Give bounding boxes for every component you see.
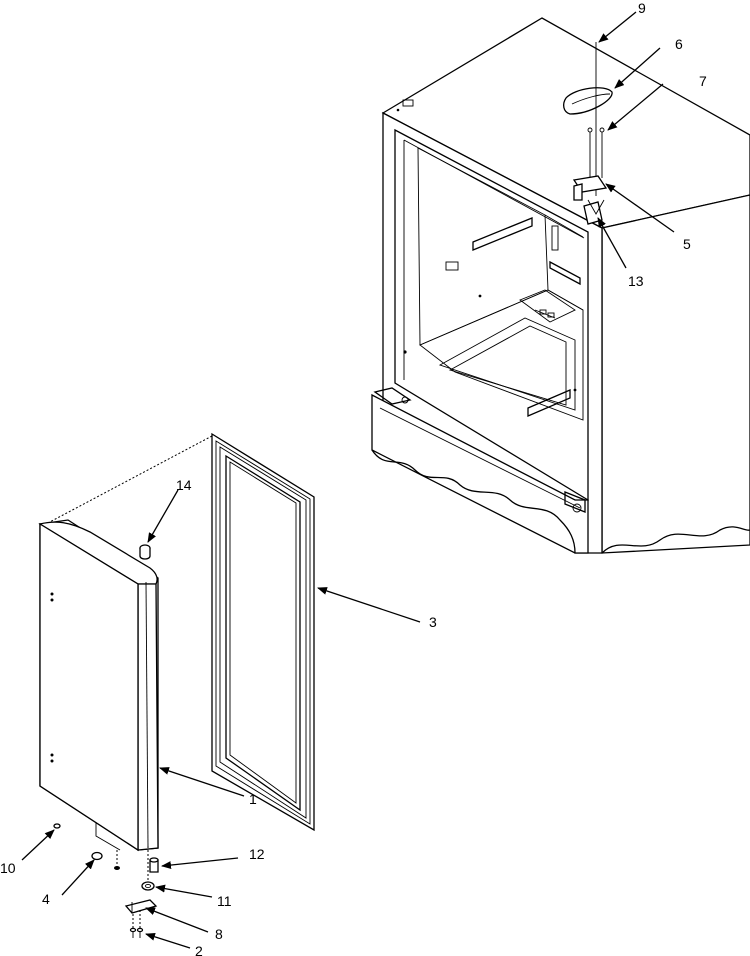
callout-12: 12 xyxy=(249,846,265,862)
door-gasket xyxy=(211,432,315,832)
callout-9: 9 xyxy=(638,0,646,16)
callout-2: 2 xyxy=(195,943,203,956)
callout-labels: 9 6 7 5 13 3 14 1 12 11 8 2 10 4 xyxy=(0,0,707,956)
callout-1: 1 xyxy=(249,791,257,807)
callout-14: 14 xyxy=(176,477,192,493)
callout-8: 8 xyxy=(215,926,223,942)
callout-7: 7 xyxy=(699,73,707,89)
alignment-line xyxy=(45,435,213,525)
callout-10: 10 xyxy=(0,860,16,876)
freezer-door xyxy=(38,519,159,852)
refrigerator-cabinet xyxy=(371,17,750,554)
callout-5: 5 xyxy=(683,236,691,252)
callout-11: 11 xyxy=(217,893,232,909)
callout-3: 3 xyxy=(429,614,437,630)
callout-13: 13 xyxy=(628,273,644,289)
leader-arrows xyxy=(21,11,675,949)
callout-6: 6 xyxy=(675,36,683,52)
hardware-parts xyxy=(53,544,159,938)
callout-4: 4 xyxy=(42,891,50,907)
